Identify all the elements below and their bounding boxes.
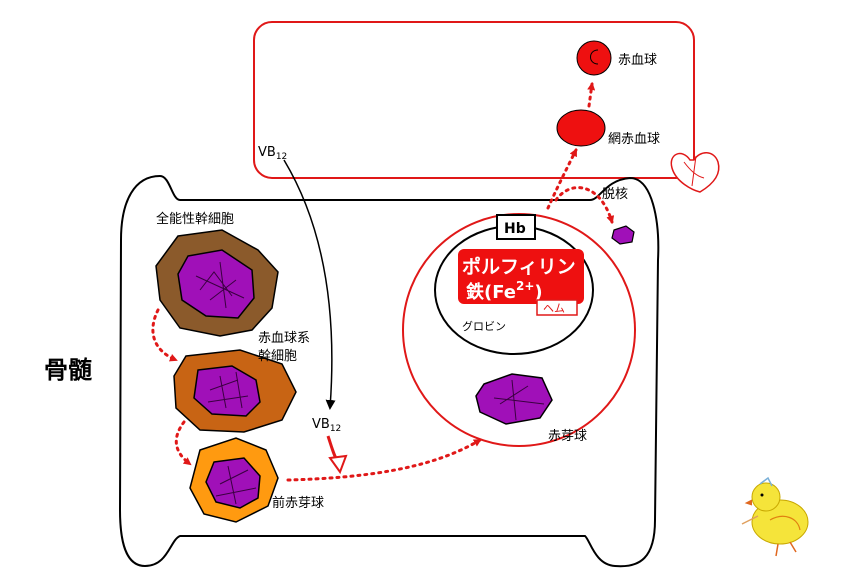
heme-block xyxy=(458,249,584,304)
erythroblast-nucleus xyxy=(475,373,553,425)
rbc-center-mark xyxy=(590,49,599,65)
heme-tag xyxy=(536,299,578,316)
erythroblast-chromatin xyxy=(493,379,545,421)
stem-cell-chromatin xyxy=(195,261,245,309)
blood-vessel-box xyxy=(253,21,695,179)
porphyrin-label: ポルフィリン xyxy=(462,255,576,278)
red-blood-cell xyxy=(576,40,612,76)
enucleation-label: 脱核 xyxy=(602,187,628,202)
iron-label: 鉄(Fe2+) xyxy=(466,279,543,303)
arrow-erythroid-to-pro xyxy=(174,420,192,466)
hb-label: Hb xyxy=(504,221,526,237)
pluripotent-stem-cell xyxy=(155,229,279,337)
proerythroblast-chromatin xyxy=(215,465,257,505)
erythroid-stem-label-1: 赤血球系 xyxy=(258,331,310,346)
rbc-label: 赤血球 xyxy=(618,53,657,68)
reticulocyte-label: 網赤血球 xyxy=(608,132,660,147)
reticulocyte xyxy=(556,109,606,147)
stem-cell-label: 全能性幹細胞 xyxy=(156,211,234,227)
arrow-to-rbc xyxy=(587,82,596,108)
heme-label: ヘム xyxy=(543,302,565,315)
vb12-mid-label: VB12 xyxy=(312,417,341,434)
proerythroblast-label: 前赤芽球 xyxy=(272,495,324,511)
vb12-red-arrowhead xyxy=(328,454,348,475)
arrow-stem-to-erythroid xyxy=(151,308,178,362)
erythroid-stem-nucleus xyxy=(193,365,261,417)
erythroid-stem-chromatin xyxy=(207,371,249,409)
erythroid-stem-cell xyxy=(173,349,297,433)
expelled-nucleus xyxy=(611,225,635,245)
arrow-pro-to-erythroblast xyxy=(286,438,482,482)
vb12-line xyxy=(283,159,336,410)
erythroblast-label: 赤芽球 xyxy=(548,429,587,444)
proerythroblast xyxy=(189,437,279,523)
arrow-to-enucleation xyxy=(554,186,615,224)
bone-marrow-label: 骨髄 xyxy=(44,356,92,384)
chick-icon xyxy=(741,476,809,557)
erythroid-stem-label-2: 幹細胞 xyxy=(258,348,297,364)
vb12-top-label: VB12 xyxy=(258,145,287,162)
hb-box xyxy=(496,214,536,240)
arrow-to-reticulocyte xyxy=(546,148,578,210)
globin-label: グロビン xyxy=(462,319,506,333)
stem-cell-nucleus xyxy=(177,249,255,319)
heart-icon xyxy=(670,152,720,193)
bone-marrow-outline xyxy=(118,174,660,568)
